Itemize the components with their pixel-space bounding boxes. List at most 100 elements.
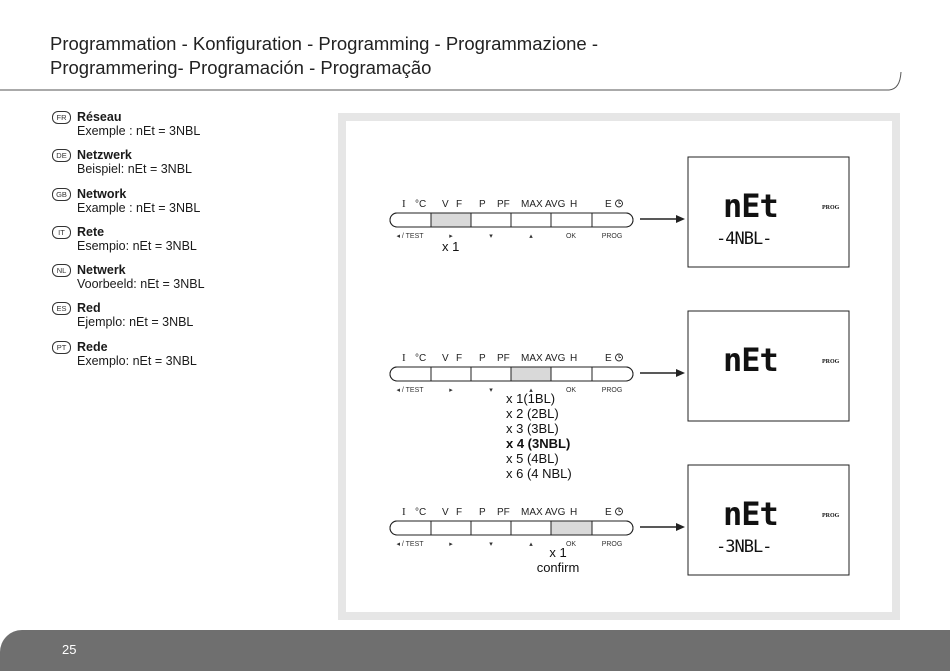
lcd-prog-badge: PROG	[822, 205, 840, 211]
press-count-text: x 1	[442, 239, 460, 254]
key-function-label: ▾	[489, 541, 493, 548]
lcd-main-text: nEt	[723, 187, 778, 225]
key-function-label: ◂ / TEST	[396, 233, 424, 240]
key-label-9: H	[570, 199, 577, 210]
lang-title-de: Netzwerk	[77, 148, 132, 163]
lang-badge-nl: NL	[52, 264, 71, 278]
lcd-sub-text: -4NBL-	[716, 229, 771, 249]
key-label-4: F	[456, 199, 462, 210]
press-count-text: x 6 (4 NBL)	[506, 466, 572, 481]
key-function-label: ▴	[529, 233, 533, 240]
key-label-10: E	[605, 507, 612, 518]
key-function-label: PROG	[602, 541, 623, 548]
page-title: Programmation - Konfiguration - Programm…	[50, 32, 870, 80]
key-label-1: I	[402, 506, 406, 518]
key-function-label: ▾	[489, 233, 493, 240]
lang-title-gb: Network	[77, 186, 127, 201]
lang-badge-it: IT	[52, 225, 71, 239]
key-label-5: P	[479, 199, 486, 210]
key-function-label: ▴	[529, 541, 533, 548]
press-count-text: x 1(1BL)	[506, 391, 556, 406]
key-label-2: °C	[415, 353, 426, 364]
lang-badge-es: ES	[52, 302, 71, 316]
highlighted-key	[551, 521, 592, 535]
key-label-7: MAX	[521, 353, 543, 364]
clock-hand-icon	[618, 355, 621, 358]
key-label-7: MAX	[521, 507, 543, 518]
key-label-8: AVG	[545, 507, 566, 518]
key-label-3: V	[442, 507, 449, 518]
key-label-10: E	[605, 353, 612, 364]
lang-example-nl: Voorbeeld: nEt = 3NBL	[77, 277, 205, 292]
lcd-sub-text: -3NBL-	[716, 537, 771, 557]
key-function-label: OK	[566, 387, 576, 394]
key-label-8: AVG	[545, 353, 566, 364]
lcd-display	[687, 310, 850, 422]
lcd-main-text: nEt	[723, 495, 778, 533]
clock-hand-icon	[618, 509, 621, 512]
lang-title-pt: Rede	[77, 339, 108, 354]
key-function-label: OK	[566, 541, 576, 548]
title-line-2: Programmering- Programación - Programaçã…	[50, 57, 432, 78]
key-label-5: P	[479, 507, 486, 518]
lcd-prog-badge: PROG	[822, 513, 840, 519]
lcd-display	[687, 464, 850, 576]
key-label-4: F	[456, 507, 462, 518]
key-label-8: AVG	[545, 199, 566, 210]
lang-title-nl: Netwerk	[77, 263, 126, 278]
key-function-label: ▸	[449, 233, 453, 240]
press-count-text: x 2 (2BL)	[506, 406, 559, 421]
press-count-text: x 3 (3BL)	[506, 421, 559, 436]
lang-example-es: Ejemplo: nEt = 3NBL	[77, 315, 194, 330]
lcd-main-text: nEt	[723, 341, 778, 379]
key-label-5: P	[479, 353, 486, 364]
lang-title-fr: Réseau	[77, 110, 122, 124]
press-count-text: x 1	[549, 545, 567, 560]
key-function-label: ▴	[529, 387, 533, 394]
clock-icon	[615, 353, 623, 362]
key-function-label: ◂ / TEST	[396, 541, 424, 548]
key-label-6: PF	[497, 353, 510, 364]
lang-badge-gb: GB	[52, 187, 71, 201]
lang-example-de: Beispiel: nEt = 3NBL	[77, 162, 192, 177]
footer-bar: 25	[0, 630, 950, 671]
press-count-text: x 4 (3NBL)	[506, 436, 571, 451]
clock-icon	[615, 507, 623, 516]
key-label-6: PF	[497, 199, 510, 210]
keypad-border	[389, 520, 634, 536]
lang-badge-pt: PT	[52, 340, 71, 354]
key-function-label: ▾	[489, 387, 493, 394]
arrow-head-icon	[676, 523, 685, 531]
key-label-4: F	[456, 353, 462, 364]
highlighted-key	[511, 367, 551, 381]
lcd-display	[687, 156, 850, 268]
key-label-10: E	[605, 199, 612, 210]
key-label-2: °C	[415, 199, 426, 210]
key-function-label: PROG	[602, 233, 623, 240]
key-label-3: V	[442, 199, 449, 210]
clock-hand-icon	[618, 201, 621, 204]
highlighted-key	[431, 213, 471, 227]
lang-badge-de: DE	[52, 149, 71, 163]
key-label-6: PF	[497, 507, 510, 518]
key-function-label: ▸	[449, 387, 453, 394]
lang-badge-fr: FR	[52, 111, 71, 124]
key-label-9: H	[570, 507, 577, 518]
lang-example-gb: Example : nEt = 3NBL	[77, 200, 201, 215]
lcd-prog-badge: PROG	[822, 359, 840, 365]
arrow-head-icon	[676, 215, 685, 223]
key-label-1: I	[402, 198, 406, 210]
key-function-label: ▸	[449, 541, 453, 548]
press-count-text: x 5 (4BL)	[506, 451, 559, 466]
key-function-label: OK	[566, 233, 576, 240]
lang-example-fr: Exemple : nEt = 3NBL	[77, 124, 201, 138]
key-label-2: °C	[415, 507, 426, 518]
lang-title-es: Red	[77, 301, 101, 316]
keypad-border	[389, 212, 634, 228]
key-label-1: I	[402, 352, 406, 364]
lang-title-it: Rete	[77, 224, 105, 239]
key-label-9: H	[570, 353, 577, 364]
page-number: 25	[62, 642, 77, 657]
